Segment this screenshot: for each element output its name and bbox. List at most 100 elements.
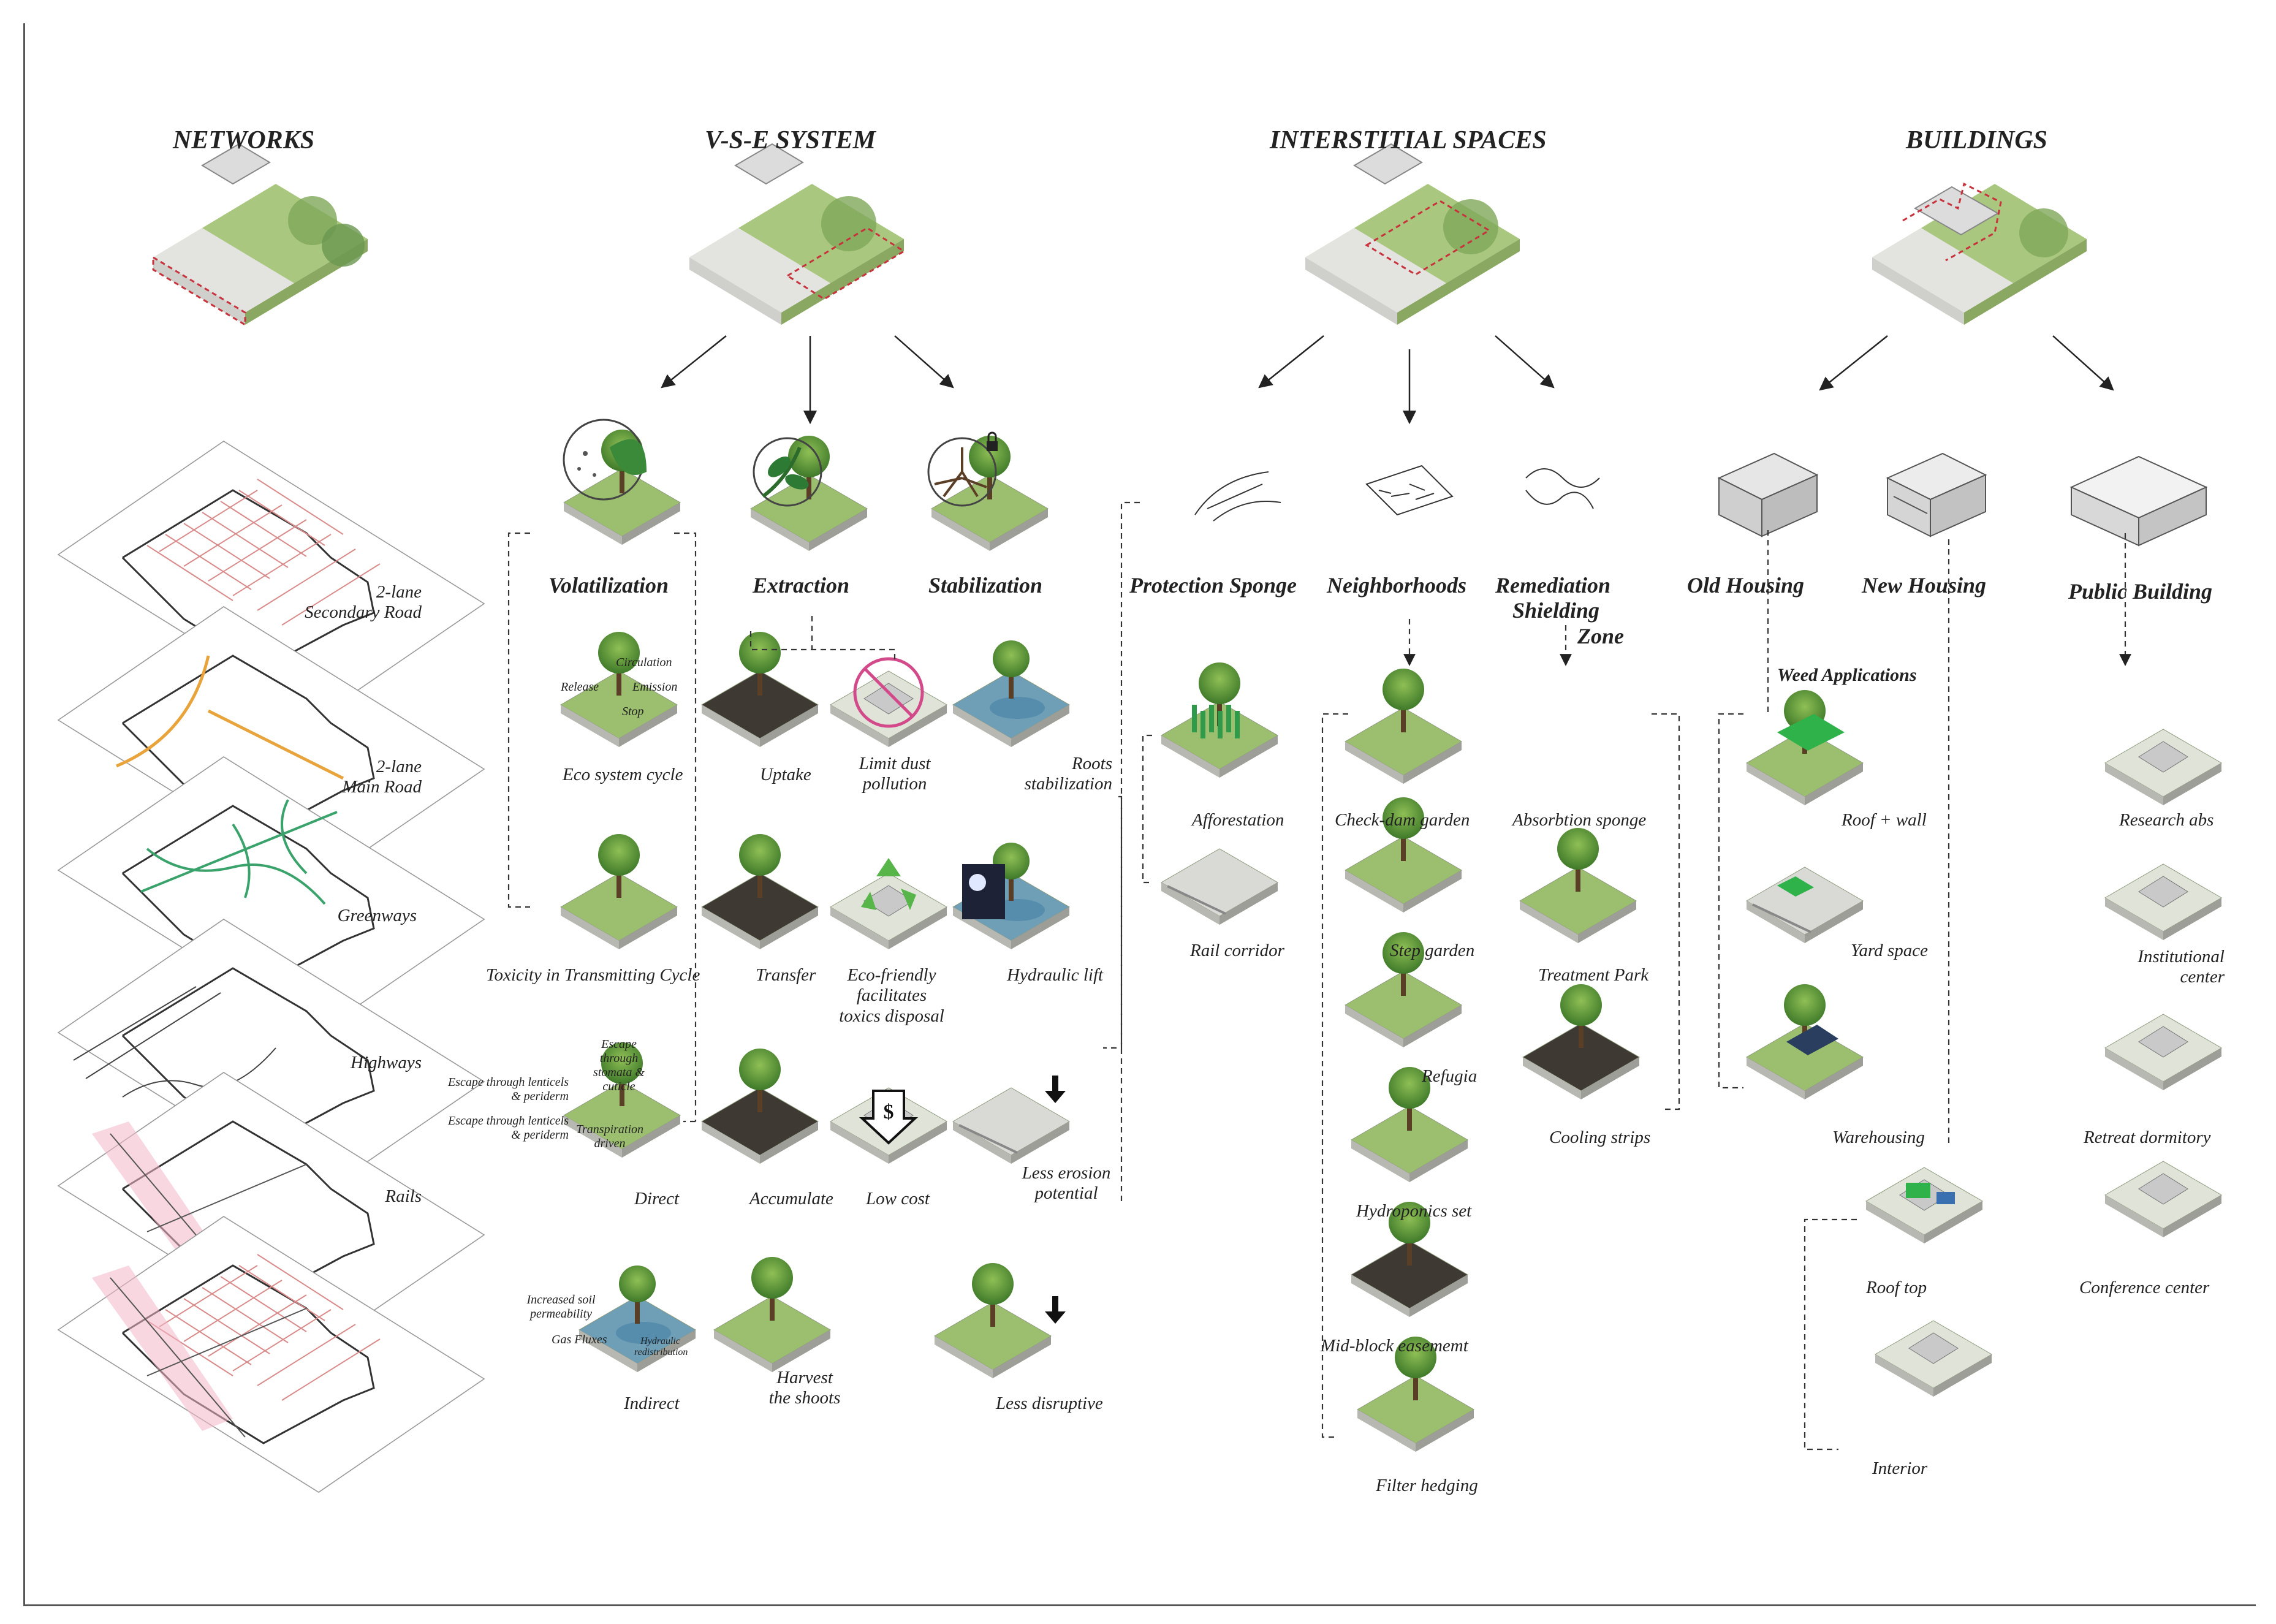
title-buildings: BUILDINGS [1906,126,2048,154]
tile-filter-hedging [1357,1337,1474,1452]
neighborhoods-icon [1365,465,1454,516]
label-refugia: Refugia [1422,1066,1478,1086]
heading-remediation-zone: Remediation Shielding Zone [1495,573,1624,648]
label-eco-system-cycle: Eco system cycle [563,765,683,784]
afforestation-trees [1192,705,1240,738]
dashed-connectors [507,501,2131,1451]
tile-retreat-dormitory [2104,1014,2222,1090]
tile-mid-block [1351,1202,1468,1317]
site-block-vse [689,143,906,325]
label-mid-block-easement: Mid-block easememt [1321,1336,1468,1356]
label-step-garden: Step garden [1390,941,1475,960]
extraction-icon [753,437,822,507]
label-roof-wall: Roof + wall [1842,810,1927,830]
stabilization-icon [927,431,998,507]
tag-soil-permeability: Increased soil permeability [526,1293,596,1321]
label-hydraulic-lift: Hydraulic lift [1007,965,1104,985]
vignette-tiles: $ [560,430,2222,1452]
tile-rail-corridor [1161,848,1278,925]
label-toxicity-transmitting-cycle: Toxicity in Transmitting Cycle [486,965,700,985]
layer-label-highways: Highways [351,1053,422,1072]
svg-text:$: $ [884,1101,894,1123]
tile-treatment-park [1519,828,1637,943]
tile-indirect [578,1265,696,1372]
tile-conference-center [2104,1161,2222,1237]
label-low-cost: Low cost [866,1189,930,1209]
branch-arrows [661,335,2114,425]
tag-emission: Emission [632,680,678,694]
tile-stabilization-hero [931,436,1049,551]
tag-hydraulic-redistribution: Hydraulic redistribution [634,1336,688,1358]
label-less-disruptive: Less disruptive [996,1394,1103,1413]
no-dust-icon [853,657,924,728]
network-layer-plane-composite [57,1216,485,1493]
tile-harvest [713,1257,831,1372]
tile-institutional [2104,863,2222,940]
tag-escape-stomata: Escape through stomata & cuticle [593,1038,645,1093]
label-transfer: Transfer [756,965,816,985]
new-housing-icon [1886,452,1987,537]
label-filter-hedging: Filter hedging [1376,1476,1478,1495]
label-direct: Direct [634,1189,680,1209]
title-networks: NETWORKS [173,126,315,154]
tile-less-erosion [952,1087,1070,1164]
site-block-buildings [1872,182,2087,325]
label-cooling-strips: Cooling strips [1549,1128,1651,1147]
heading-neighborhoods: Neighborhoods [1327,573,1467,598]
heading-extraction: Extraction [753,573,850,598]
layer-label-rails: Rails [385,1186,422,1206]
tile-step-garden [1345,797,1462,913]
tile-less-disruptive [934,1263,1052,1378]
label-afforestation: Afforestation [1192,810,1284,830]
tile-transfer [701,834,819,949]
tile-roof-top [1865,1167,1983,1243]
tile-uptake [701,632,819,747]
night-moon-icon [962,864,1005,919]
label-research-abs: Research abs [2119,810,2214,830]
remediation-icon [1525,468,1600,509]
tile-cooling-strips [1522,984,1640,1099]
tile-direct [563,1042,681,1158]
tile-accumulate [701,1049,819,1164]
tile-roof-wall [1746,690,1864,805]
tile-check-dam [1345,669,1462,784]
old-housing-icon [1717,452,1819,537]
tile-interior [1875,1320,1992,1397]
tile-eco-system-cycle [560,632,678,747]
tag-escape-lenticels-1: Escape through lenticels & periderm [448,1076,569,1103]
recycle-icon [861,858,916,910]
label-rail-corridor: Rail corridor [1190,941,1284,960]
green-roof-accents [1777,714,1955,1204]
tile-eco-friendly [830,873,947,949]
label-absorbtion-sponge: Absorbtion sponge [1512,810,1647,830]
label-yard-space: Yard space [1851,941,1928,960]
tag-transpiration-driven: Transpiration driven [576,1123,644,1150]
site-block-interstitial [1305,143,1520,325]
heading-stabilization: Stabilization [928,573,1043,598]
label-interior: Interior [1872,1459,1928,1478]
cost-down-icon: $ [859,1090,919,1145]
tile-yard-space [1746,867,1864,943]
heading-volatilization: Volatilization [548,573,669,598]
down-arrow-icons [1045,1076,1066,1324]
tag-stop: Stop [622,705,644,718]
title-vse-system: V-S-E SYSTEM [705,126,876,154]
protection-sponge-icon [1194,471,1281,522]
tile-extraction-hero [750,436,868,551]
network-layer-stack [57,441,485,1493]
label-accumulate: Accumulate [749,1189,833,1209]
heading-old-housing: Old Housing [1687,573,1805,598]
tile-refugia [1345,932,1462,1047]
tag-circulation: Circulation [616,656,672,669]
label-treatment-park: Treatment Park [1538,965,1649,985]
heading-new-housing: New Housing [1862,573,1987,598]
tile-research-labs [2104,729,2222,805]
